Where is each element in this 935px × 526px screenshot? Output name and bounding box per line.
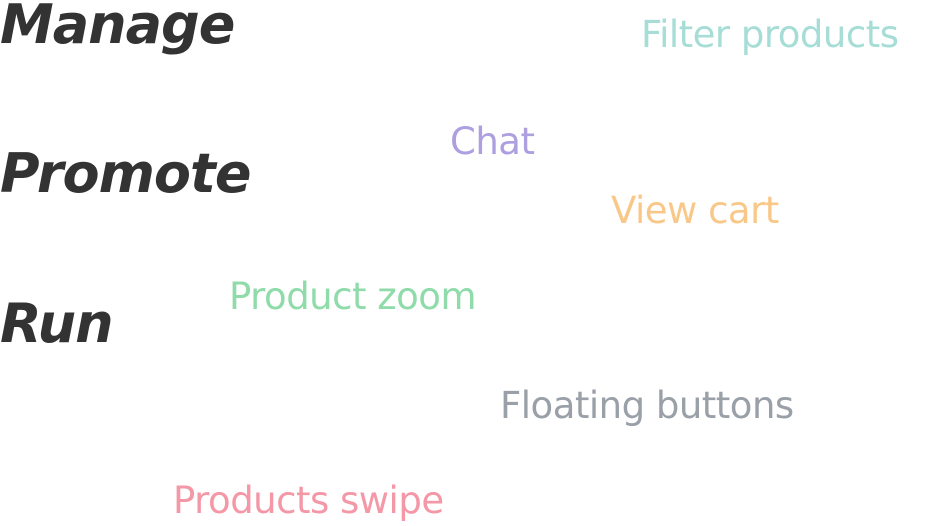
feature-filter-products: Filter products (641, 13, 899, 56)
heading-promote: Promote (0, 142, 251, 205)
feature-products-swipe: Products swipe (173, 479, 444, 522)
heading-run: Run (0, 292, 114, 355)
feature-view-cart: View cart (611, 189, 779, 232)
heading-manage: Manage (0, 0, 235, 56)
feature-product-zoom: Product zoom (229, 275, 476, 318)
feature-chat: Chat (450, 120, 535, 163)
feature-floating-buttons: Floating buttons (500, 384, 794, 427)
